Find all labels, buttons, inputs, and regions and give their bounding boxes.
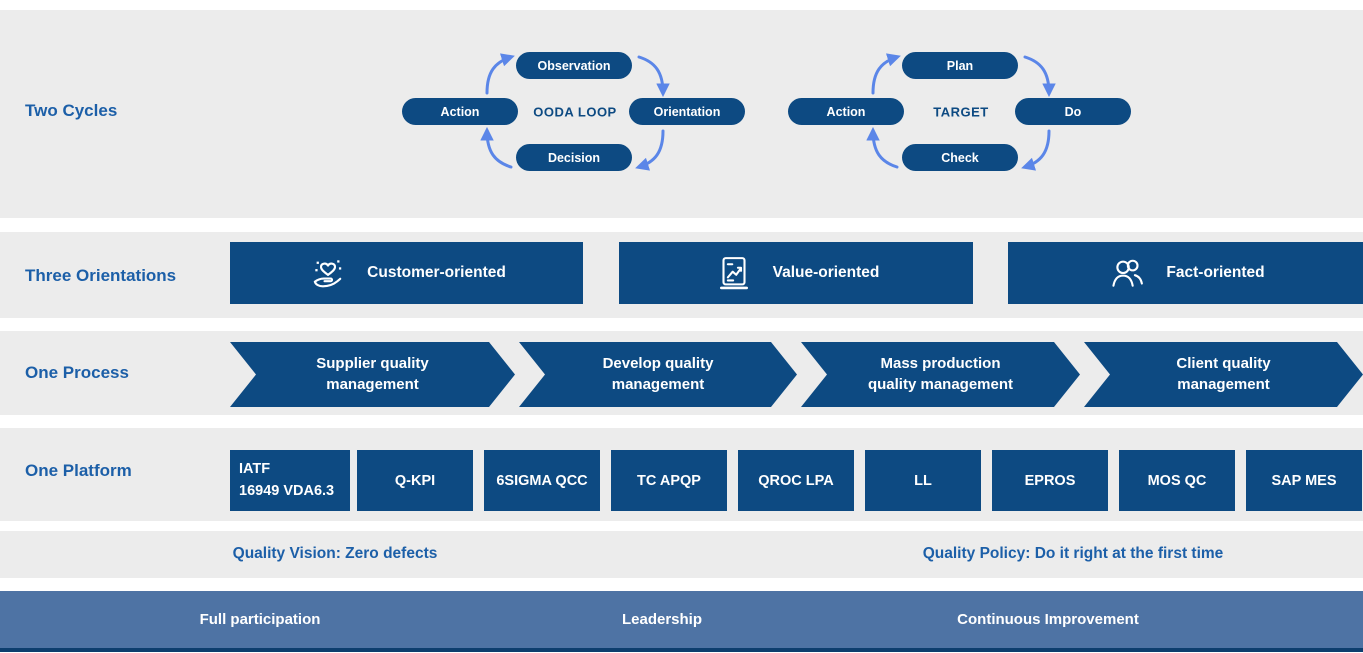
orientation-label-value: Value-oriented	[772, 264, 880, 281]
pdca-do-pill: Do	[1015, 98, 1131, 125]
orientation-label-customer: Customer-oriented	[367, 264, 506, 281]
process-step-client: Client quality management	[1084, 342, 1363, 407]
quality-policy-statement: Quality Policy: Do it right at the first…	[922, 545, 1224, 562]
target-label: TARGET	[933, 104, 989, 120]
target-cycle: Plan Do Check Action TARGET	[781, 48, 1141, 176]
process-step-line: quality management	[867, 375, 1014, 393]
process-step-line: management	[326, 375, 419, 393]
ooda-cycle: Observation Orientation Decision Action …	[395, 48, 755, 176]
process-step-supplier: Supplier quality management	[230, 342, 515, 407]
process-step-mass-production: Mass production quality management	[801, 342, 1080, 407]
row-label-one-platform: One Platform	[25, 461, 132, 480]
quality-vision-statement: Quality Vision: Zero defects	[232, 545, 438, 562]
orientation-box-customer: Customer-oriented	[230, 242, 583, 304]
process-step-line: Supplier quality	[316, 355, 429, 373]
process-step-line: Mass production	[880, 355, 1001, 373]
platform-box-sap-mes: SAP MES	[1246, 450, 1362, 511]
people-icon	[1112, 259, 1144, 287]
bottom-accent-line	[0, 648, 1363, 652]
footer-item-full-participation: Full participation	[199, 611, 321, 628]
pdca-check-pill: Check	[902, 144, 1018, 171]
platform-box-mos-qc: MOS QC	[1119, 450, 1235, 511]
chart-board-icon	[719, 257, 748, 290]
footer-item-leadership: Leadership	[621, 611, 703, 628]
pdca-plan-pill: Plan	[902, 52, 1018, 79]
footer-bar	[0, 591, 1363, 648]
process-step-develop: Develop quality management	[519, 342, 797, 407]
platform-label-line: 16949 VDA6.3	[239, 482, 335, 499]
ooda-observation-pill: Observation	[516, 52, 632, 79]
platform-box-qroc-lpa: QROC LPA	[738, 450, 854, 511]
process-step-line: management	[1177, 375, 1270, 393]
heart-in-hand-icon	[313, 260, 342, 288]
process-step-line: Develop quality	[602, 355, 714, 373]
platform-label-line: IATF	[239, 461, 271, 478]
orientation-box-value: Value-oriented	[619, 242, 973, 304]
ooda-decision-pill: Decision	[516, 144, 632, 171]
process-step-line: Client quality	[1176, 355, 1271, 373]
ooda-orientation-pill: Orientation	[629, 98, 745, 125]
row-label-two-cycles: Two Cycles	[25, 101, 118, 120]
platform-box-qkpi: Q-KPI	[357, 450, 473, 511]
band-statements	[0, 531, 1363, 578]
ooda-action-pill: Action	[402, 98, 518, 125]
orientation-label-fact: Fact-oriented	[1166, 264, 1265, 281]
platform-box-iatf: IATF 16949 VDA6.3	[230, 450, 350, 511]
row-label-one-process: One Process	[25, 363, 129, 382]
platform-box-tc-apqp: TC APQP	[611, 450, 727, 511]
platform-box-ll: LL	[865, 450, 981, 511]
cycle-arrows-icon	[480, 53, 670, 171]
row-label-three-orientations: Three Orientations	[25, 266, 177, 285]
footer-item-continuous-improvement: Continuous Improvement	[957, 611, 1139, 628]
pdca-action-pill: Action	[788, 98, 904, 125]
ooda-loop-label: OODA LOOP	[533, 104, 617, 120]
cycle-arrows-icon	[866, 53, 1056, 171]
platform-box-epros: EPROS	[992, 450, 1108, 511]
process-step-line: management	[611, 375, 705, 393]
orientation-box-fact: Fact-oriented	[1008, 242, 1363, 304]
platform-box-6sigma-qcc: 6SIGMA QCC	[484, 450, 600, 511]
